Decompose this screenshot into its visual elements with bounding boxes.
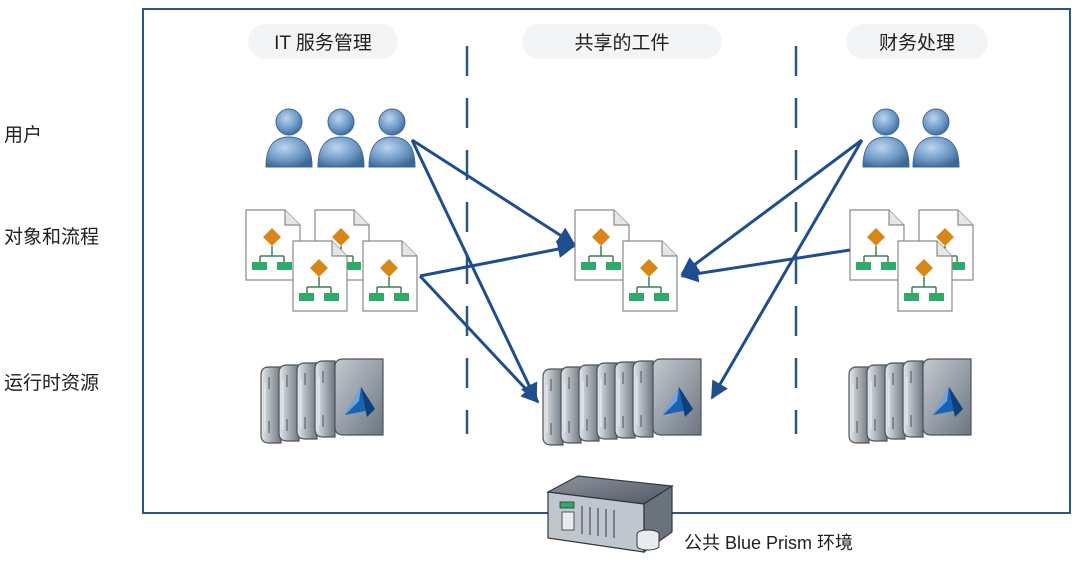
- runtime-server-icon: [260, 366, 282, 444]
- runtime-finance: [848, 358, 972, 444]
- runtime-server-icon: [560, 366, 582, 444]
- column-heading-shared: 共享的工件: [522, 24, 722, 59]
- runtime-server-icon: [866, 364, 888, 442]
- arrow-finance-process-to-shared-process: [680, 248, 851, 283]
- runtime-shared: [542, 358, 702, 446]
- runtime-it-service: [260, 358, 384, 444]
- column-heading-finance: 财务处理: [846, 24, 988, 59]
- user-icon: [265, 108, 313, 168]
- runtime-server-icon: [278, 364, 300, 442]
- runtime-server-icon: [596, 362, 618, 440]
- runtime-server-icon: [632, 360, 654, 438]
- process-document-icon: [622, 240, 678, 312]
- process-document-icon: [897, 240, 953, 312]
- arrow-it-users-to-shared-process: [411, 138, 576, 246]
- processes-it-service: [245, 209, 418, 312]
- row-label-users: 用户: [4, 125, 43, 146]
- user-icon: [862, 108, 910, 168]
- environment-label: 公共 Blue Prism 环境: [684, 533, 854, 553]
- runtime-server-icon: [614, 361, 636, 439]
- arrow-it-process-to-shared-process: [419, 240, 576, 278]
- runtime-server-icon: [652, 358, 702, 436]
- runtime-server-icon: [578, 364, 600, 442]
- database-server-icon: [546, 475, 674, 554]
- process-document-icon: [574, 209, 630, 281]
- row-label-runtime-resources: 运行时资源: [4, 373, 100, 394]
- user-icon: [368, 108, 416, 168]
- user-icon: [912, 108, 960, 168]
- user-icon: [317, 108, 365, 168]
- process-document-icon: [292, 240, 348, 312]
- processes-shared: [574, 209, 678, 312]
- runtime-server-icon: [922, 358, 972, 436]
- runtime-server-icon: [884, 362, 906, 440]
- arrow-it-users-to-shared-runtime: [410, 139, 538, 402]
- arrow-finance-users-to-shared-process: [680, 138, 863, 276]
- runtime-server-icon: [848, 366, 870, 444]
- runtime-server-icon: [334, 358, 384, 436]
- runtime-server-icon: [296, 362, 318, 440]
- runtime-server-icon: [542, 368, 564, 446]
- process-document-icon: [849, 209, 905, 281]
- process-document-icon: [245, 209, 301, 281]
- runtime-server-icon: [314, 360, 336, 438]
- process-document-icon: [362, 240, 418, 312]
- users-it-service: [265, 108, 416, 168]
- column-heading-it-service: IT 服务管理: [248, 24, 398, 59]
- runtime-server-icon: [902, 360, 924, 438]
- arrow-it-process-to-shared-runtime: [418, 274, 540, 404]
- arrow-finance-users-to-shared-runtime: [710, 139, 864, 400]
- row-label-objects-processes: 对象和流程: [4, 227, 100, 248]
- processes-finance: [849, 209, 974, 312]
- users-finance: [862, 108, 960, 168]
